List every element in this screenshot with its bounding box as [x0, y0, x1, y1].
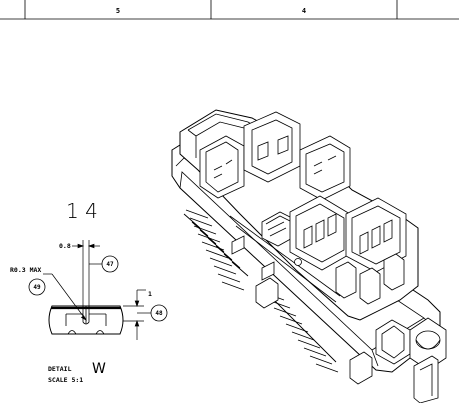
balloon-49-text: 49: [33, 284, 41, 291]
balloon-47-text: 47: [106, 261, 114, 268]
detail-scale: SCALE 5:1: [48, 376, 83, 384]
pin-rows: [183, 209, 339, 373]
zone-border: [0, 0, 459, 20]
detail-part-profile: [48, 305, 124, 335]
dimension-height-value: 1: [148, 290, 152, 298]
detail-letter: W: [92, 361, 106, 377]
radius-leader: [43, 273, 87, 321]
balloon-48: [137, 304, 168, 322]
dimension-width: [72, 240, 100, 306]
radius-value: R0.3 MAX: [10, 266, 41, 274]
connector-isometric-view: [171, 109, 447, 404]
balloon-49: [28, 278, 46, 296]
balloon-47: [89, 255, 119, 273]
zone-label-5: 5: [116, 7, 120, 15]
balloon-48-text: 48: [155, 310, 163, 317]
detail-label: DETAIL: [48, 365, 72, 373]
dimension-height: [123, 289, 146, 340]
zone-label-4: 4: [302, 7, 306, 15]
dimension-width-value: 0.8: [59, 242, 71, 250]
view-number: 1 4: [66, 199, 98, 223]
